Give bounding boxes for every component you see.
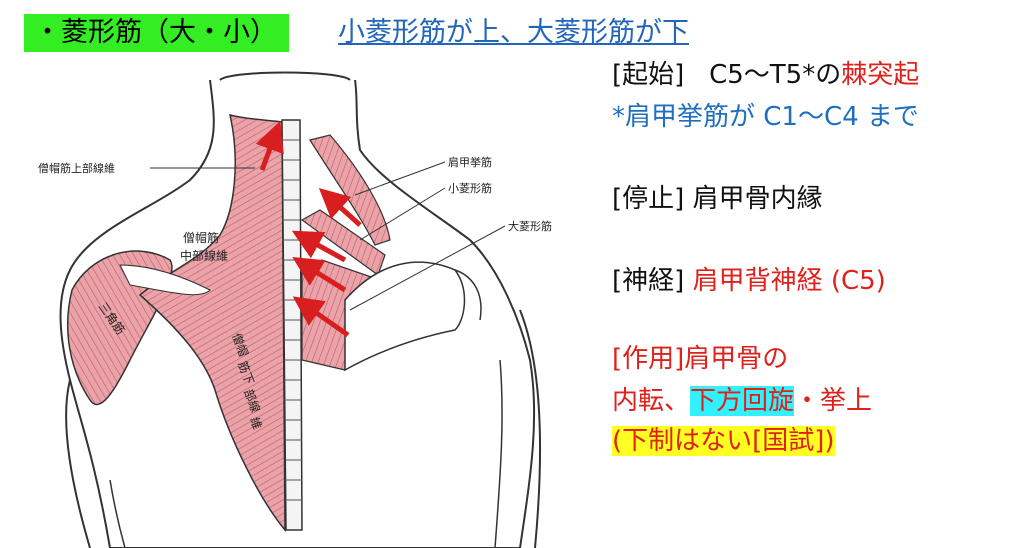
label-rhomboid-major: 大菱形筋 — [508, 219, 552, 233]
origin-note: *肩甲挙筋が C1～C4 まで — [612, 102, 919, 132]
origin-label: [起始] — [612, 60, 685, 90]
label-trap-upper: 僧帽筋上部線維 — [38, 161, 115, 175]
anatomy-illustration: 僧帽筋上部線維 肩甲挙筋 小菱形筋 大菱形筋 僧帽筋 中部線維 三角筋 僧帽 筋… — [38, 71, 552, 548]
action-highlight: 下方回旋 — [690, 386, 795, 416]
origin-value-red: 棘突起 — [841, 60, 920, 90]
trapezius-muscle — [138, 113, 286, 533]
nerve-value: 肩甲背神経 (C5) — [692, 266, 886, 296]
label-trap-lower-4: 維 — [247, 415, 264, 431]
insertion-value: 肩甲骨内縁 — [692, 184, 823, 214]
label-levator: 肩甲挙筋 — [448, 155, 492, 169]
origin-value: C5～T5*の — [709, 60, 842, 90]
insertion-line: [停止] 肩甲骨内縁 — [612, 182, 823, 216]
action-line-2: 内転、下方回旋・挙上 — [612, 384, 872, 418]
action-part-b: ・挙上 — [794, 386, 873, 416]
deltoid-muscle — [66, 250, 173, 406]
scapula — [344, 261, 466, 372]
nerve-label: [神経] — [612, 266, 685, 296]
label-trap-middle-1: 僧帽筋 — [183, 230, 219, 245]
rhomboid-minor — [300, 209, 386, 276]
action-line-1: [作用]肩甲骨の — [612, 344, 789, 374]
action-arrows — [255, 120, 362, 338]
nerve-line: [神経] 肩甲背神経 (C5) — [612, 264, 886, 298]
action-part-a: 内転、 — [612, 386, 691, 416]
action-line-3: (下制はない[国試]) — [612, 424, 835, 458]
insertion-label: [停止] — [612, 184, 685, 214]
spine — [281, 119, 303, 531]
action-note-highlight: (下制はない[国試]) — [612, 426, 835, 456]
origin-line: [起始] C5～T5*の棘突起 — [612, 58, 919, 92]
label-rhomboid-minor: 小菱形筋 — [448, 181, 492, 195]
subtitle-link[interactable]: 小菱形筋が上、大菱形筋が下 — [338, 17, 689, 48]
label-trap-middle-2: 中部線維 — [180, 248, 228, 263]
page-title: ・菱形筋（大・小） — [24, 14, 289, 52]
